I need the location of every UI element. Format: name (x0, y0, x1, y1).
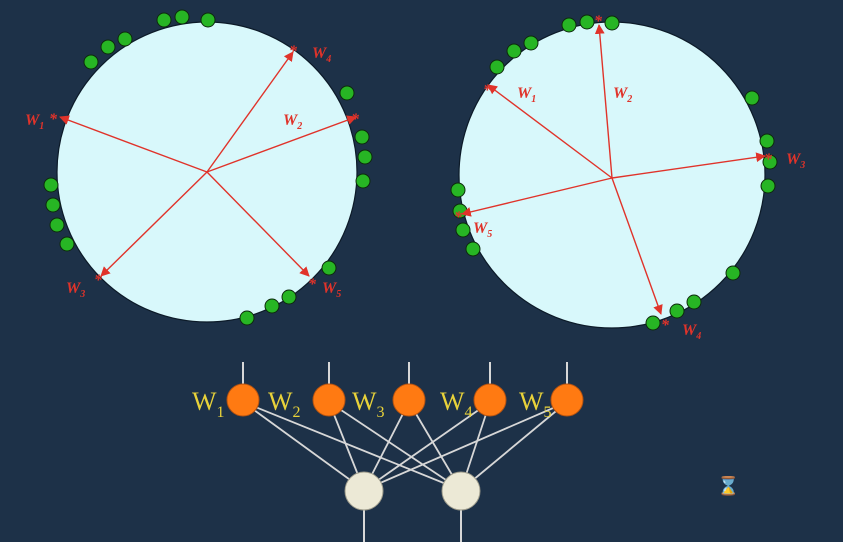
star-marker: * (454, 209, 463, 226)
input-node (344, 471, 384, 511)
weight-label: W1 (25, 112, 44, 132)
data-point (59, 236, 75, 252)
star-marker: * (483, 82, 492, 99)
input-nodes (344, 471, 481, 542)
left-weight-vectors: * * * * * W4 W2 W1 W3 W5 (25, 43, 360, 300)
data-point (264, 298, 280, 314)
output-label: W3 (352, 387, 385, 421)
data-point (355, 173, 371, 189)
weight-label: W4 (682, 322, 701, 342)
data-point (321, 260, 337, 276)
data-point (281, 289, 297, 305)
star-marker: * (289, 43, 298, 60)
competitive-network: W1 W2 W3 W4 W5 (192, 362, 584, 542)
data-point (669, 303, 685, 319)
output-label: W4 (440, 387, 473, 421)
input-node (441, 471, 481, 511)
star-marker: * (594, 13, 603, 30)
data-point (760, 178, 776, 194)
weight-vector-arrow (206, 115, 357, 173)
data-point (100, 39, 116, 55)
data-point (744, 90, 760, 106)
data-point (604, 15, 620, 31)
connection-line (328, 401, 462, 491)
weight-label: W3 (786, 151, 805, 171)
data-point (43, 177, 59, 193)
star-marker: * (308, 276, 317, 293)
data-point (455, 222, 471, 238)
data-point (561, 17, 577, 33)
weight-label: W5 (322, 280, 341, 300)
data-point (489, 59, 505, 75)
data-point (49, 217, 65, 233)
data-point (339, 85, 355, 101)
output-label: W5 (519, 387, 552, 421)
output-node (473, 383, 507, 417)
data-point (450, 182, 466, 198)
star-marker: * (661, 317, 670, 334)
data-point (506, 43, 522, 59)
star-marker: * (49, 111, 58, 128)
weight-label: W1 (517, 85, 536, 105)
output-node (550, 383, 584, 417)
star-marker: * (94, 272, 103, 289)
output-labels: W1 W2 W3 W4 W5 (192, 387, 552, 421)
left-unit-circle: * * * * * W4 W2 W1 W3 W5 (25, 9, 373, 326)
output-label: W1 (192, 387, 225, 421)
weight-vector-arrow (100, 171, 208, 277)
right-weight-vectors: * * * * * W1 W2 W3 W5 W4 (454, 13, 805, 342)
weight-label: W2 (283, 112, 302, 132)
weight-vector-arrow (206, 171, 310, 277)
data-point (523, 35, 539, 51)
data-point (686, 294, 702, 310)
data-point (45, 197, 61, 213)
weight-vector-arrow (594, 24, 613, 179)
weight-vector-arrow (487, 84, 613, 179)
data-point (174, 9, 190, 25)
output-node (312, 383, 346, 417)
data-point (725, 265, 741, 281)
connection-line (242, 401, 365, 491)
weight-label: W4 (312, 45, 331, 65)
data-point (579, 14, 595, 30)
weight-vector-arrow (611, 177, 663, 315)
weight-vector-arrow (59, 115, 208, 173)
data-point (759, 133, 775, 149)
weight-label: W3 (66, 280, 85, 300)
data-point (465, 241, 481, 257)
hourglass-icon: ⌛ (717, 476, 740, 497)
data-point (239, 310, 255, 326)
connection-line (242, 401, 462, 491)
data-point (156, 12, 172, 28)
data-point (645, 315, 661, 331)
output-node (226, 383, 260, 417)
data-point (200, 12, 216, 28)
output-node (392, 383, 426, 417)
weight-vector-arrow (461, 177, 613, 217)
data-point (83, 54, 99, 70)
data-point (354, 129, 370, 145)
output-nodes (226, 383, 584, 417)
star-marker: * (764, 151, 773, 168)
output-label: W2 (268, 387, 301, 421)
right-data-points (450, 14, 778, 331)
star-marker: * (351, 111, 360, 128)
output-stubs (242, 362, 568, 384)
connection-line (460, 401, 568, 491)
data-point (357, 149, 373, 165)
weight-label: W5 (473, 220, 492, 240)
weight-vector-arrow (206, 51, 294, 173)
left-data-points (43, 9, 373, 326)
connection-line (363, 401, 491, 491)
weight-label: W2 (613, 85, 632, 105)
right-unit-circle: * * * * * W1 W2 W3 W5 W4 (450, 13, 805, 342)
connection-line (363, 401, 568, 491)
data-point (117, 31, 133, 47)
network-connections (242, 401, 568, 491)
weight-vector-arrow (611, 152, 766, 179)
